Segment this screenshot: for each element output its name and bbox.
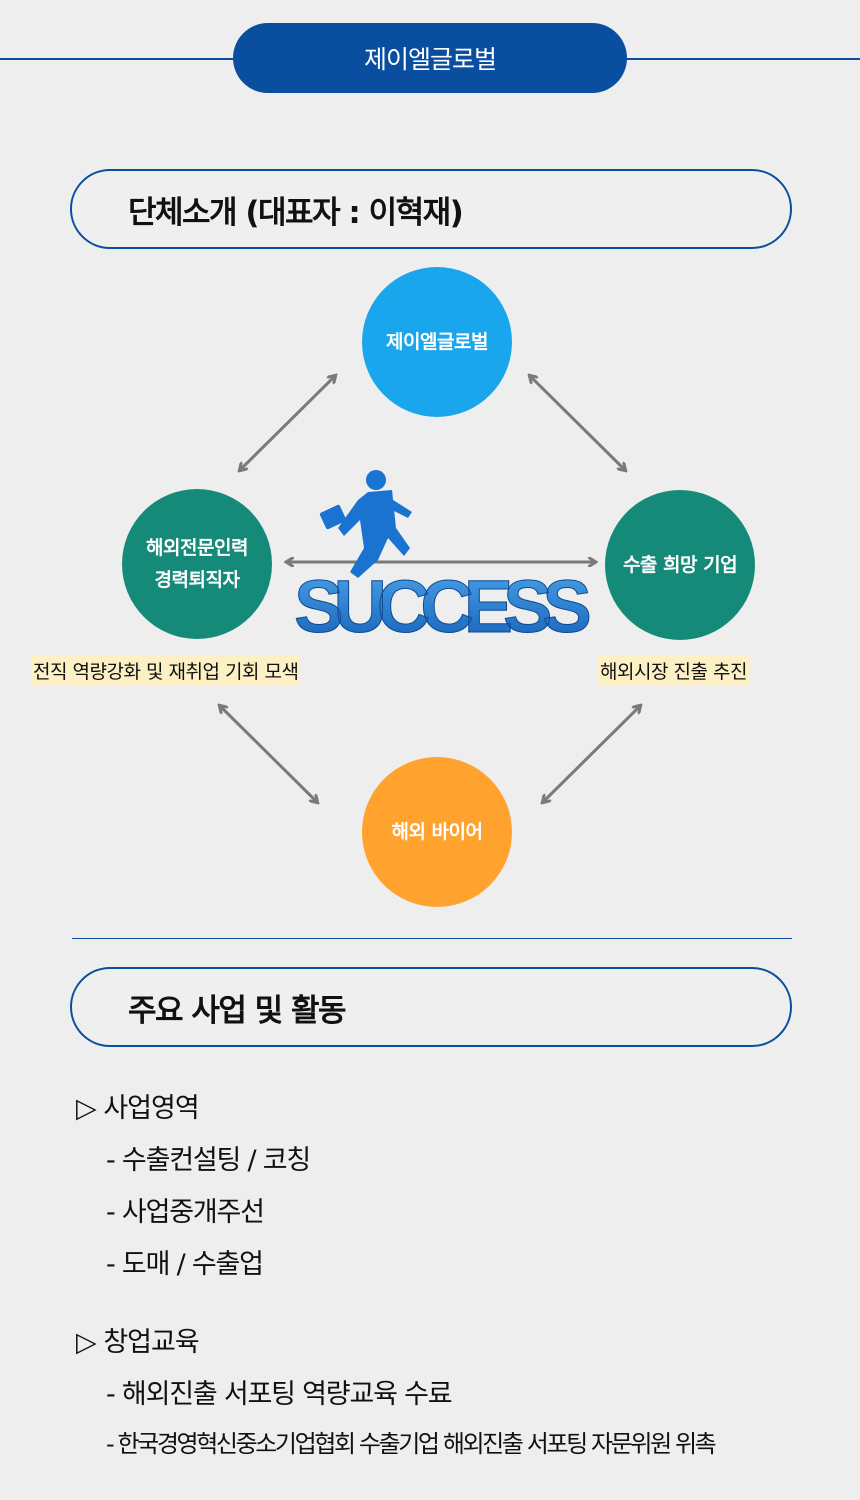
arrow-bottom-right	[543, 706, 640, 802]
node-export-companies-label: 수출 희망 기업	[622, 554, 738, 576]
activity-item: - 한국경영혁신중소기업협회 수출기업 해외진출 서포팅 자문위원 위촉	[106, 1430, 717, 1458]
section-title-business: 주요 사업 및 활동	[128, 992, 347, 1029]
activity-heading-startup-education: ▷ 창업교육	[76, 1327, 200, 1358]
activity-item: - 사업중개주선	[106, 1197, 265, 1228]
businessman-icon	[319, 470, 412, 578]
arrow-top-left	[240, 376, 335, 470]
node-overseas-buyers-label: 해외 바이어	[391, 821, 483, 843]
node-overseas-experts-line1: 해외전문인력	[146, 537, 248, 559]
node-jlglobal-label: 제이엘글로벌	[386, 331, 488, 353]
node-export-companies: 수출 희망 기업	[605, 490, 755, 640]
section-divider	[72, 938, 792, 939]
section-header-business: 주요 사업 및 활동	[70, 967, 792, 1047]
activity-item: - 도매 / 수출업	[106, 1249, 264, 1280]
caption-left: 전직 역량강화 및 재취업 기회 모색	[31, 655, 301, 686]
node-overseas-experts: 해외전문인력 경력퇴직자	[122, 489, 272, 639]
activity-heading-business-area: ▷ 사업영역	[76, 1093, 200, 1124]
activity-item: - 수출컨설팅 / 코칭	[106, 1145, 311, 1176]
section-title-intro: 단체소개 (대표자 : 이혁재)	[128, 194, 464, 231]
node-overseas-buyers: 해외 바이어	[362, 757, 512, 907]
caption-right: 해외시장 진출 추진	[598, 655, 749, 686]
org-title-banner: 제이엘글로벌	[233, 23, 627, 93]
activity-item: - 해외진출 서포팅 역량교육 수료	[106, 1379, 453, 1410]
node-jlglobal: 제이엘글로벌	[362, 267, 512, 417]
section-header-intro: 단체소개 (대표자 : 이혁재)	[70, 169, 792, 249]
org-title: 제이엘글로벌	[363, 45, 497, 74]
node-overseas-experts-line2: 경력퇴직자	[154, 569, 240, 591]
arrow-top-right	[530, 376, 625, 470]
success-wordmark: SUCCESS	[294, 565, 589, 648]
arrow-bottom-left	[220, 706, 317, 802]
